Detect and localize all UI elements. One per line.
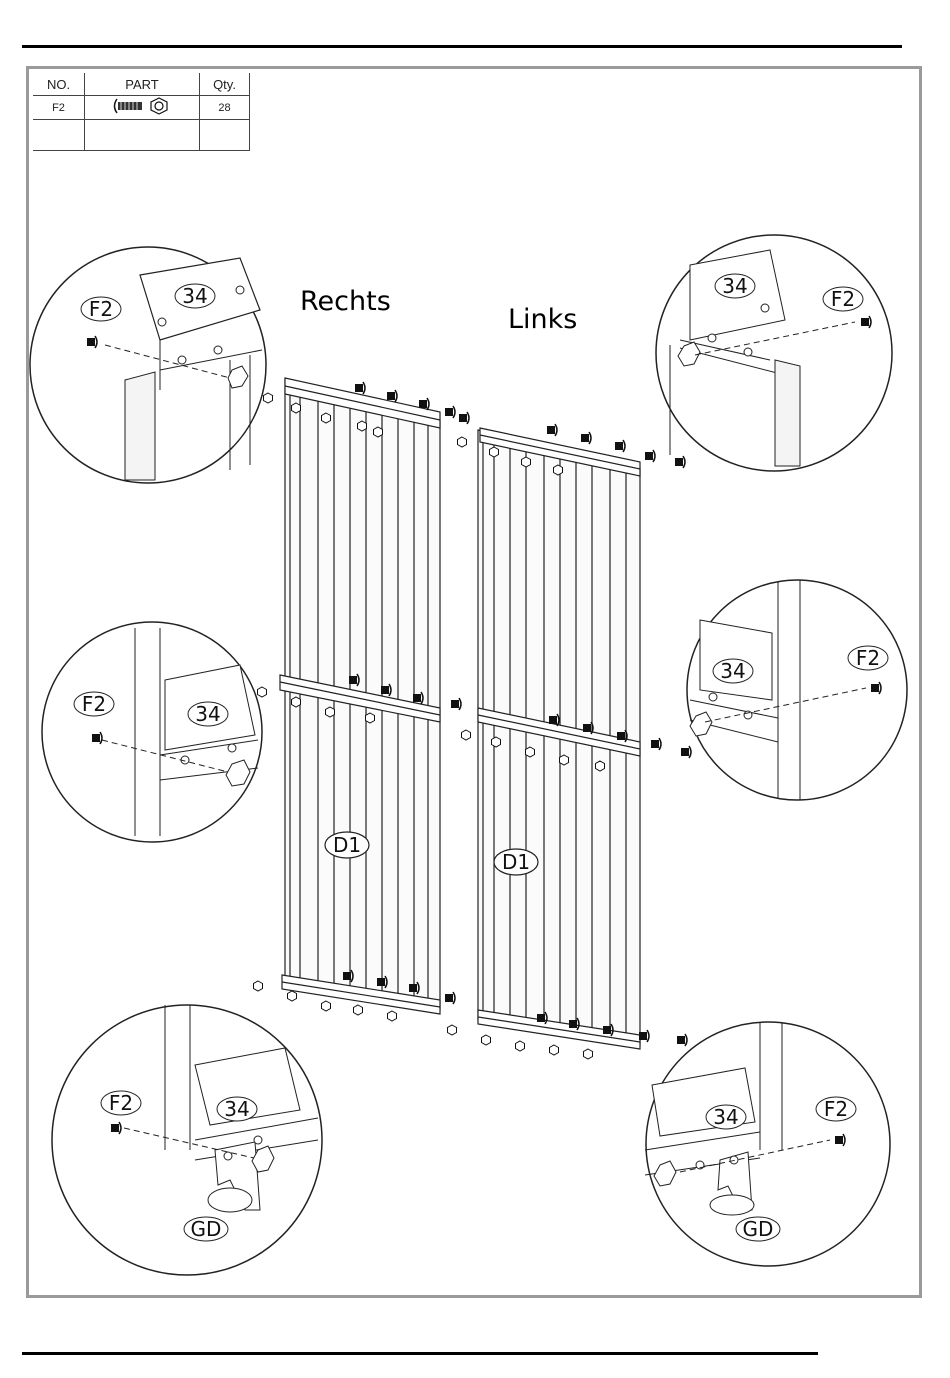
left-side-label: Links [508, 304, 577, 335]
bolt-label-tr: F2 [831, 287, 855, 311]
rail-label-mr: 34 [720, 659, 745, 683]
panel-d1-left-label: D1 [502, 850, 530, 874]
detail-bottom-right: F2 34 GD [645, 1022, 890, 1266]
rail-label-bl: 34 [224, 1097, 249, 1121]
foot-label-br: GD [743, 1217, 774, 1241]
detail-mid-right: F2 34 [687, 580, 907, 800]
rail-label-br: 34 [713, 1105, 738, 1129]
rail-label-tr: 34 [722, 274, 747, 298]
bolt-label-mr: F2 [856, 646, 880, 670]
rail-label-ml: 34 [195, 702, 220, 726]
bolt-label-tl: F2 [89, 297, 113, 321]
panel-d1-right-label: D1 [333, 833, 361, 857]
detail-top-left: F2 34 [30, 247, 266, 483]
bottom-rule [22, 1352, 818, 1355]
detail-bottom-left: F2 34 GD [52, 1005, 322, 1275]
detail-top-right: F2 34 [656, 235, 892, 471]
bolt-label-br: F2 [824, 1097, 848, 1121]
left-panel-d1 [478, 428, 640, 1049]
detail-mid-left: F2 34 [42, 622, 262, 842]
right-side-label: Rechts [300, 286, 391, 317]
bolt-label-ml: F2 [82, 692, 106, 716]
bolt-label-bl: F2 [109, 1091, 133, 1115]
foot-label-bl: GD [191, 1217, 222, 1241]
rail-label-tl: 34 [182, 284, 207, 308]
